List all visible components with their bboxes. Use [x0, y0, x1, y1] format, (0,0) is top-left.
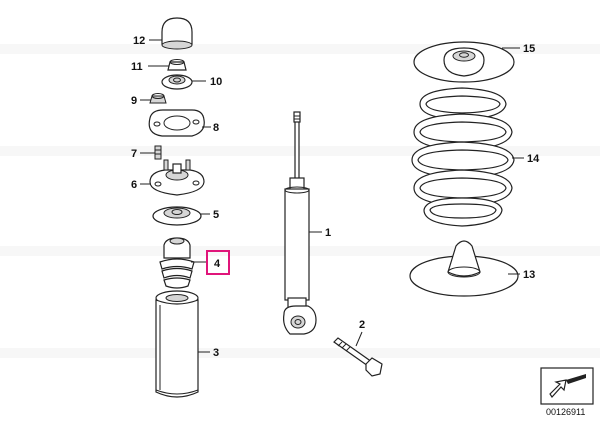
part-11-nut — [167, 59, 187, 71]
drawing-number: 00126911 — [546, 407, 585, 417]
callout-3[interactable]: 3 — [213, 347, 219, 359]
part-7-stud — [154, 145, 162, 160]
callout-14[interactable]: 14 — [527, 153, 540, 165]
part-9-nut — [149, 93, 167, 104]
leader-lines — [140, 39, 524, 353]
callout-11[interactable]: 11 — [131, 61, 143, 73]
part-15-spring-pad — [413, 41, 515, 83]
part-4-bump-stop — [159, 237, 195, 289]
part-10-bushing — [161, 74, 193, 90]
callout-5[interactable]: 5 — [213, 209, 219, 221]
callout-12[interactable]: 12 — [133, 35, 145, 47]
callout-4[interactable]: 4 — [214, 258, 221, 270]
callout-6[interactable]: 6 — [131, 179, 137, 191]
part-1-shock — [283, 111, 317, 335]
part-12-cap — [161, 17, 193, 50]
callout-1[interactable]: 1 — [325, 227, 331, 239]
callout-7[interactable]: 7 — [131, 148, 137, 160]
drawing-id-box: 00126911 — [540, 367, 594, 417]
part-5-seat — [152, 206, 202, 226]
highlight-box — [206, 250, 230, 275]
callout-10[interactable]: 10 — [210, 76, 222, 88]
part-3-boot — [155, 290, 199, 398]
arrow-icon — [549, 379, 567, 398]
callout-labels: 12 11 10 9 8 7 6 5 4 3 1 2 15 14 13 — [131, 35, 540, 359]
callout-8[interactable]: 8 — [213, 122, 219, 134]
callout-2[interactable]: 2 — [359, 319, 365, 331]
part-13-lower-pad — [409, 240, 519, 297]
part-8-plate — [148, 109, 205, 137]
callout-9[interactable]: 9 — [131, 95, 137, 107]
callout-15[interactable]: 15 — [523, 43, 535, 55]
callout-13[interactable]: 13 — [523, 269, 535, 281]
part-14-spring — [411, 87, 515, 227]
part-2-bolt — [333, 337, 383, 377]
part-6-top-mount — [149, 159, 205, 196]
